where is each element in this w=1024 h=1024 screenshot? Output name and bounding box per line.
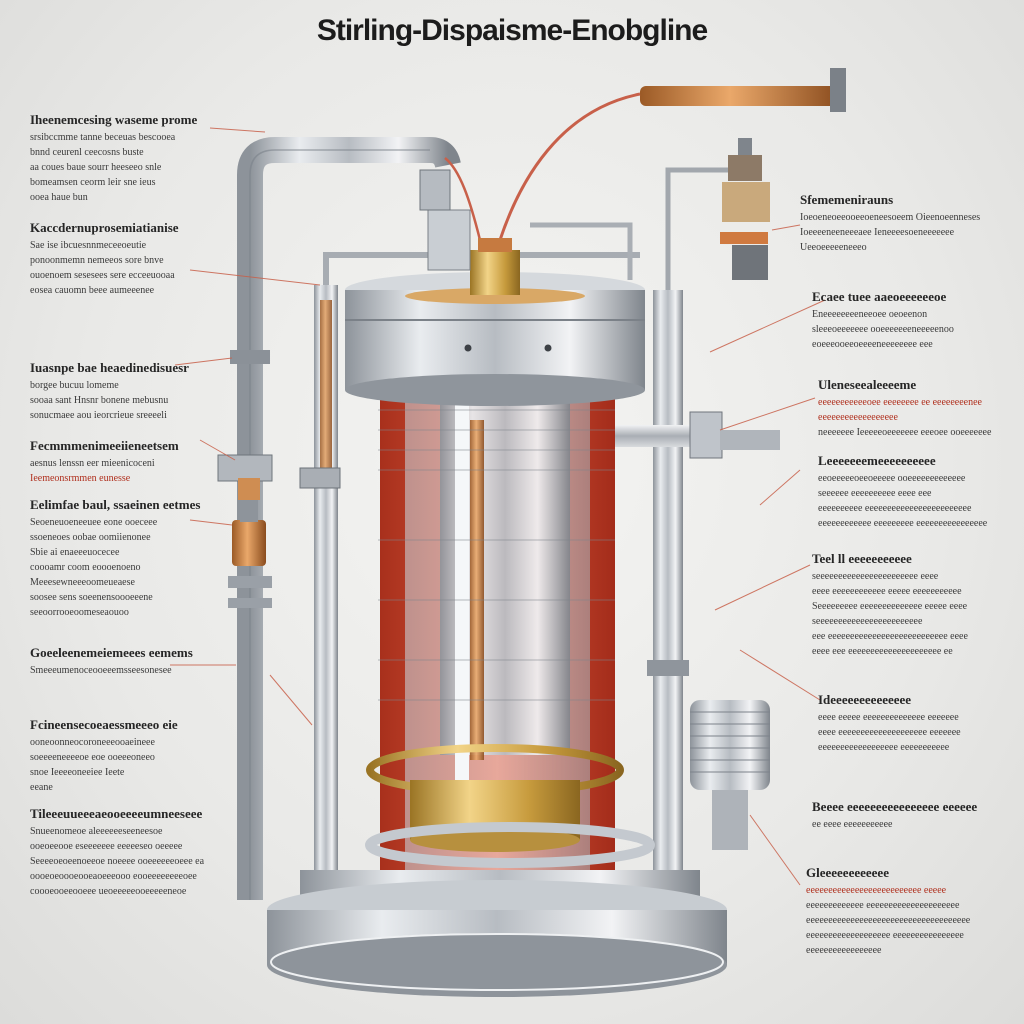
annotation-right-5: Teel ll eeeeeeeeeee seeeeeeeeeeeeeeeeeee… — [812, 551, 968, 657]
annotation-right-6: Ideeeeeeeeeeeeee eeee eeeee eeeeeeeeeeee… — [818, 692, 961, 753]
inner-left-pipe — [299, 252, 640, 885]
cylinder-top-cap — [345, 238, 645, 406]
top-left-fittings — [419, 169, 633, 280]
displacer-piston — [365, 744, 655, 868]
annotation-left-2: Kaccdernuprosemiatianise Sae ise ibcuesn… — [30, 220, 179, 296]
annotation-right-8: Gleeeeeeeeeeee eeeeeeeeeeeeeeeeeeeeeeeee… — [806, 865, 971, 956]
annotation-left-6: Goeeleenemeiemeees eemems Smeeeumenoceoo… — [30, 645, 193, 676]
heater-rod — [444, 68, 846, 241]
annotation-right-4: Leeeeeeemeeeeeeeeee eeoeeeeeoeeoeeeee oo… — [818, 453, 988, 529]
annotation-right-3: Uleneseealeeeeme eeeeeeeeeeeoee eeeeeeee… — [818, 377, 992, 438]
annotation-left-1: Iheenemcesing waseme prome srsibccmme ta… — [30, 112, 198, 203]
annotation-left-5: Eelimfae baul, ssaeinen eetmes Seoeneuoe… — [30, 497, 201, 618]
annotation-right-7: Beeee eeeeeeeeeeeeeeee eeeeee ee eeee ee… — [812, 799, 978, 830]
annotation-left-4: Fecmmmenimeeiieneetsem aesnus lenssn eer… — [30, 438, 179, 484]
leader-lines — [170, 127, 826, 886]
diagram-title: Stirling-Dispaisme-Enobgline — [316, 14, 708, 47]
right-vertical-pipe — [612, 290, 780, 890]
left-valve-assembly — [217, 454, 273, 566]
top-right-sensor — [665, 138, 770, 290]
annotation-left-3: Iuasnpe bae heaedinedisuesr borgee bucuu… — [30, 360, 189, 421]
annotation-right-1: Sfememenirauns Ioeoeneoeeooeeoeneesoeem … — [800, 192, 981, 253]
annotation-left-8: Tileeeuueeeaeooeeeeumneeseee Snueenomeoe… — [30, 806, 205, 897]
left-return-pipe — [228, 137, 461, 900]
annotation-left-7: Fcineensecoeaessmeeeo eie ooneoonneocoro… — [30, 717, 178, 793]
cooler-unit — [690, 700, 770, 850]
engine-base — [267, 870, 727, 997]
annotation-right-2: Ecaee tuee aaeoeeeeeeoe Eneeeeeeeeneeoee… — [812, 289, 954, 350]
